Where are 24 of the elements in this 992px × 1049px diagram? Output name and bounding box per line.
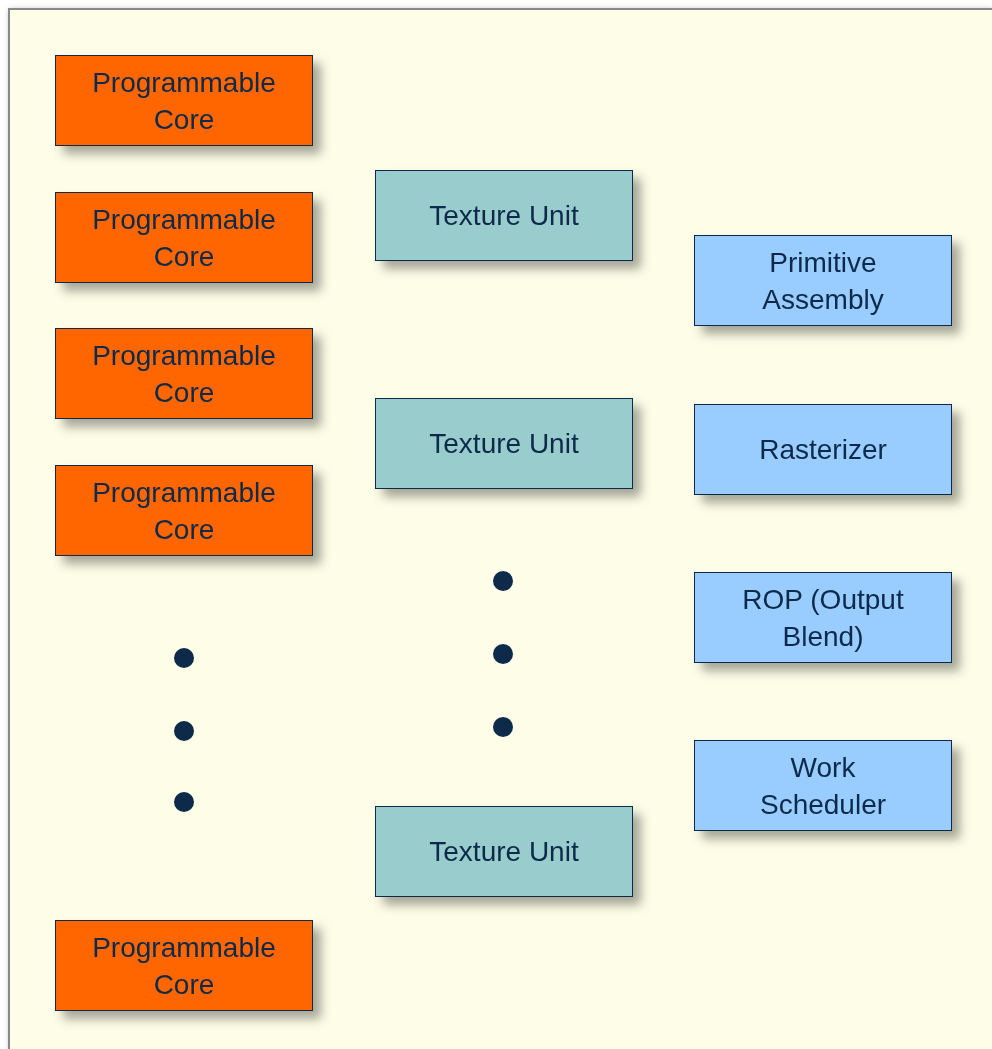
pipeline-stage-box xyxy=(694,572,952,663)
texture-unit-box xyxy=(375,806,633,897)
box-label: Rasterizer xyxy=(758,433,888,467)
core-box xyxy=(55,328,313,419)
core-box xyxy=(55,192,313,283)
texture-unit-box xyxy=(375,398,633,489)
core-box xyxy=(55,55,313,146)
core-box xyxy=(55,465,313,556)
pipeline-stage-box xyxy=(694,404,952,495)
box-label: ROP (Output Blend) xyxy=(741,582,905,654)
box-label: Programmable Core xyxy=(91,202,277,274)
box-label: Texture Unit xyxy=(428,199,580,233)
core-box xyxy=(55,920,313,1011)
box-label: Programmable Core xyxy=(91,338,277,410)
box-label: Texture Unit xyxy=(428,835,580,869)
box-label: Work Scheduler xyxy=(758,750,888,822)
box-label: Programmable Core xyxy=(91,65,277,137)
pipeline-stage-box xyxy=(694,740,952,831)
box-label: Primitive Assembly xyxy=(761,245,885,317)
texture-unit-box xyxy=(375,170,633,261)
pipeline-stage-box xyxy=(694,235,952,326)
box-label: Programmable Core xyxy=(91,930,277,1002)
box-label: Programmable Core xyxy=(91,475,277,547)
box-label: Texture Unit xyxy=(428,427,580,461)
